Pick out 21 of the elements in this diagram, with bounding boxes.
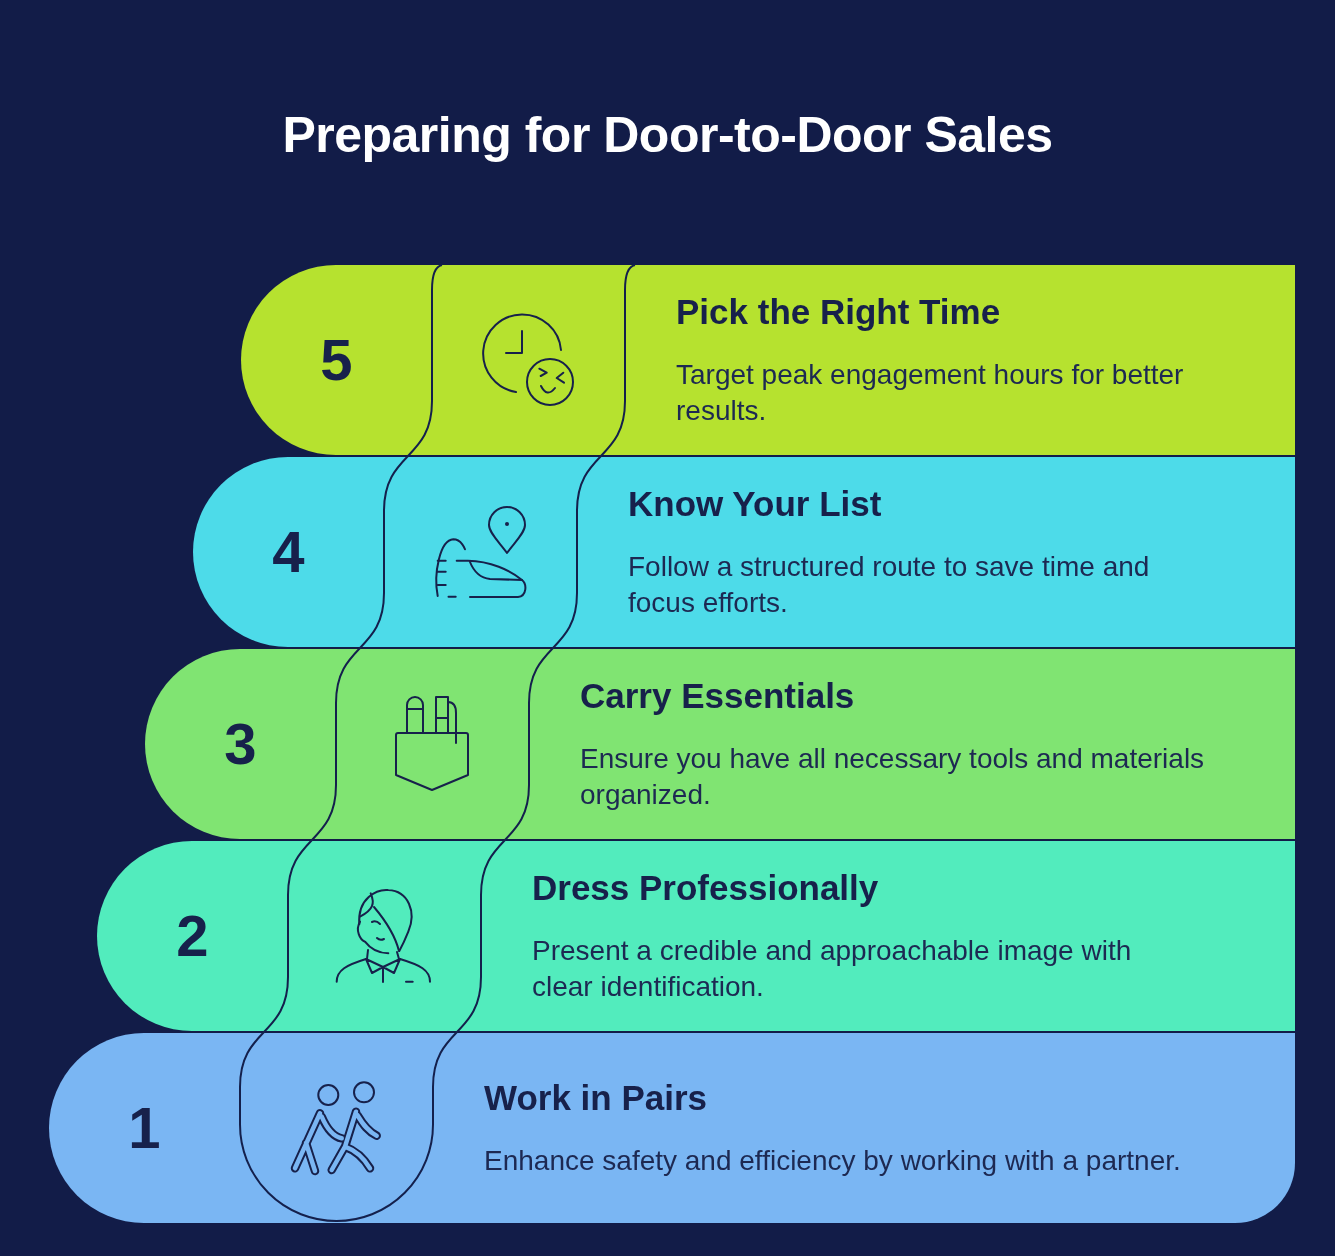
- step-band: [241, 265, 1295, 455]
- step-title: Work in Pairs: [484, 1077, 708, 1118]
- step-description: Follow a structured route to save time and focus efforts.: [628, 549, 1151, 620]
- step-number: 5: [320, 328, 353, 392]
- title: Preparing for Door-to-Door Sales: [282, 106, 1053, 165]
- step-description: Ensure you have all necessary tools and materials organized.: [580, 741, 1206, 812]
- step-number: 2: [176, 904, 209, 968]
- step-band: [145, 649, 1295, 839]
- step-title: Pick the Right Time: [676, 291, 1001, 332]
- step-band: [193, 457, 1295, 647]
- step-title: Dress Professionally: [532, 867, 879, 908]
- step-description: Enhance safety and efficiency by working with a partner.: [484, 1143, 1181, 1178]
- step-description: Target peak engagement hours for better results.: [676, 357, 1185, 428]
- step-number: 3: [224, 712, 257, 776]
- step-title: Know Your List: [628, 483, 882, 524]
- step-title: Carry Essentials: [580, 675, 855, 716]
- step-number: 1: [128, 1096, 161, 1160]
- step-band: [49, 1033, 1295, 1223]
- step-description: Present a credible and approachable image with clear identification.: [532, 933, 1133, 1004]
- step-band: [97, 841, 1295, 1031]
- step-number: 4: [272, 520, 305, 584]
